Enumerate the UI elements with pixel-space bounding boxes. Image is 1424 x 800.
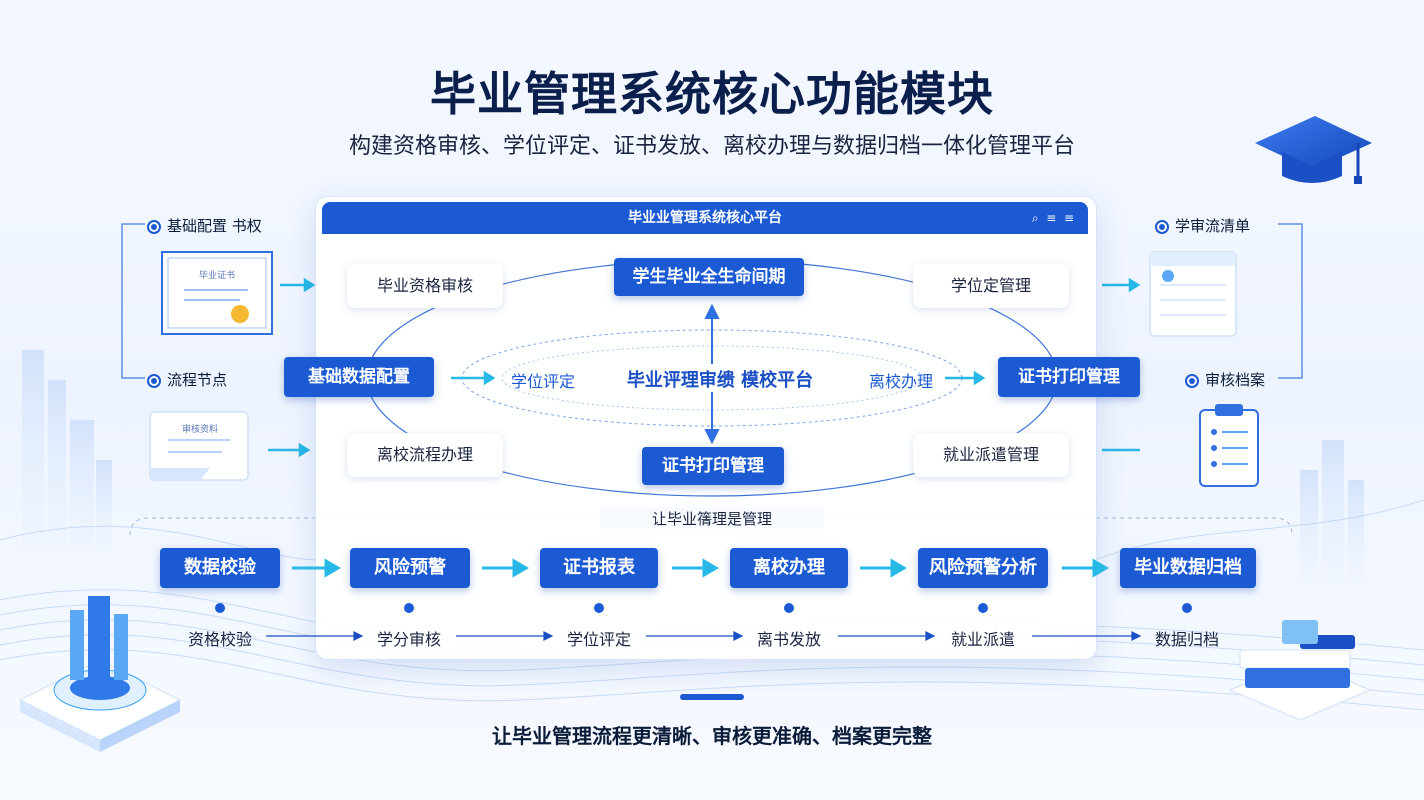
left-label-bottom-text: 流程节点 <box>167 371 228 389</box>
flow-box-cert-report[interactable]: 证书报表 <box>540 548 658 588</box>
right-label-bottom-text: 审核档案 <box>1205 371 1266 389</box>
chip-graduation-review[interactable]: 毕业资格审核 <box>347 264 503 308</box>
menu-icon[interactable]: ≡ <box>1063 211 1074 225</box>
step-data-archive: 数据归档 <box>1154 630 1219 649</box>
node-base-data[interactable]: 基础数据配置 <box>284 357 434 397</box>
card-text: 审核资料 <box>181 425 218 435</box>
document-card-icon <box>149 411 249 481</box>
center-platform-label: 毕业评理审缋 模校平台 <box>626 370 814 391</box>
left-label-bottom: 流程节点 <box>147 369 227 390</box>
flow-arrows <box>266 558 1142 641</box>
page-subtitle: 构建资格审核、学位评定、证书发放、离校办理与数据归档一体化管理平台 <box>348 134 1075 159</box>
left-label-top-text: 基础配置 书权 <box>167 217 262 235</box>
step-dot <box>978 603 988 613</box>
node-lifecycle[interactable]: 学生毕业全生命间期 <box>614 258 804 296</box>
panel-header: 毕业业管理系统核心平台 ⌕ ≡ ≡ <box>322 202 1088 234</box>
flow-box-data-check[interactable]: 数据校验 <box>160 548 280 588</box>
right-label-top-text: 学审流清单 <box>1175 217 1251 235</box>
form-document-icon <box>1149 251 1237 337</box>
inner-leaving-label: 离校办理 <box>868 372 933 391</box>
inner-degree-label: 学位评定 <box>510 372 575 391</box>
step-dot <box>215 603 225 613</box>
step-dot <box>404 603 414 613</box>
page-title: 毕业管理系统核心功能模块 <box>430 67 994 121</box>
step-employment: 就业派遣 <box>950 630 1015 649</box>
step-qualification: 资格校验 <box>187 630 252 649</box>
books-graphic <box>1228 620 1372 721</box>
search-icon[interactable]: ⌕ <box>1031 211 1039 225</box>
step-dot <box>594 603 604 613</box>
left-label-top: 基础配置 书权 <box>147 215 262 236</box>
chip-leaving-process[interactable]: 离校流程办理 <box>347 433 503 477</box>
certificate-text: 毕业证书 <box>198 271 235 281</box>
flow-box-risk-warning[interactable]: 风险预警 <box>350 548 470 588</box>
step-credit-review: 学分审核 <box>376 630 441 649</box>
flow-box-risk-analysis[interactable]: 风险预警分析 <box>918 548 1048 588</box>
clipboard-icon <box>1199 404 1259 487</box>
node-cert-print-right[interactable]: 证书打印管理 <box>998 357 1140 397</box>
right-label-top: 学审流清单 <box>1155 215 1250 236</box>
step-cert-issue: 离书发放 <box>756 630 821 649</box>
list-icon[interactable]: ≡ <box>1046 211 1057 225</box>
chip-employment-dispatch[interactable]: 就业派遣管理 <box>913 433 1069 477</box>
footer-slogan: 让毕业管理流程更清晰、审核更准确、档案更完整 <box>492 724 932 748</box>
pedestal-graphic <box>18 596 182 752</box>
panel-diagram-lines <box>366 259 1058 497</box>
flow-box-data-archive[interactable]: 毕业数据归档 <box>1120 548 1256 588</box>
step-degree-eval: 学位评定 <box>566 630 631 649</box>
step-dot <box>1182 603 1192 613</box>
bullet-icon <box>1185 373 1199 388</box>
node-cert-print-bottom[interactable]: 证书打印管理 <box>642 447 784 485</box>
flow-caption: 让毕业篟理是管理 <box>600 508 824 529</box>
bullet-icon <box>1155 219 1169 234</box>
step-dot <box>784 603 794 613</box>
right-label-bottom: 审核档案 <box>1185 369 1265 390</box>
panel-header-title: 毕业业管理系统核心平台 <box>628 210 782 226</box>
flow-box-leaving[interactable]: 离校办理 <box>730 548 848 588</box>
bullet-icon <box>147 219 161 234</box>
bullet-icon <box>147 373 161 388</box>
certificate-icon <box>161 251 273 335</box>
graduation-cap-icon <box>1255 116 1372 184</box>
header-icons: ⌕ ≡ ≡ <box>1032 202 1074 234</box>
chip-degree-management[interactable]: 学位定管理 <box>913 264 1069 308</box>
accent-bar <box>680 694 744 700</box>
